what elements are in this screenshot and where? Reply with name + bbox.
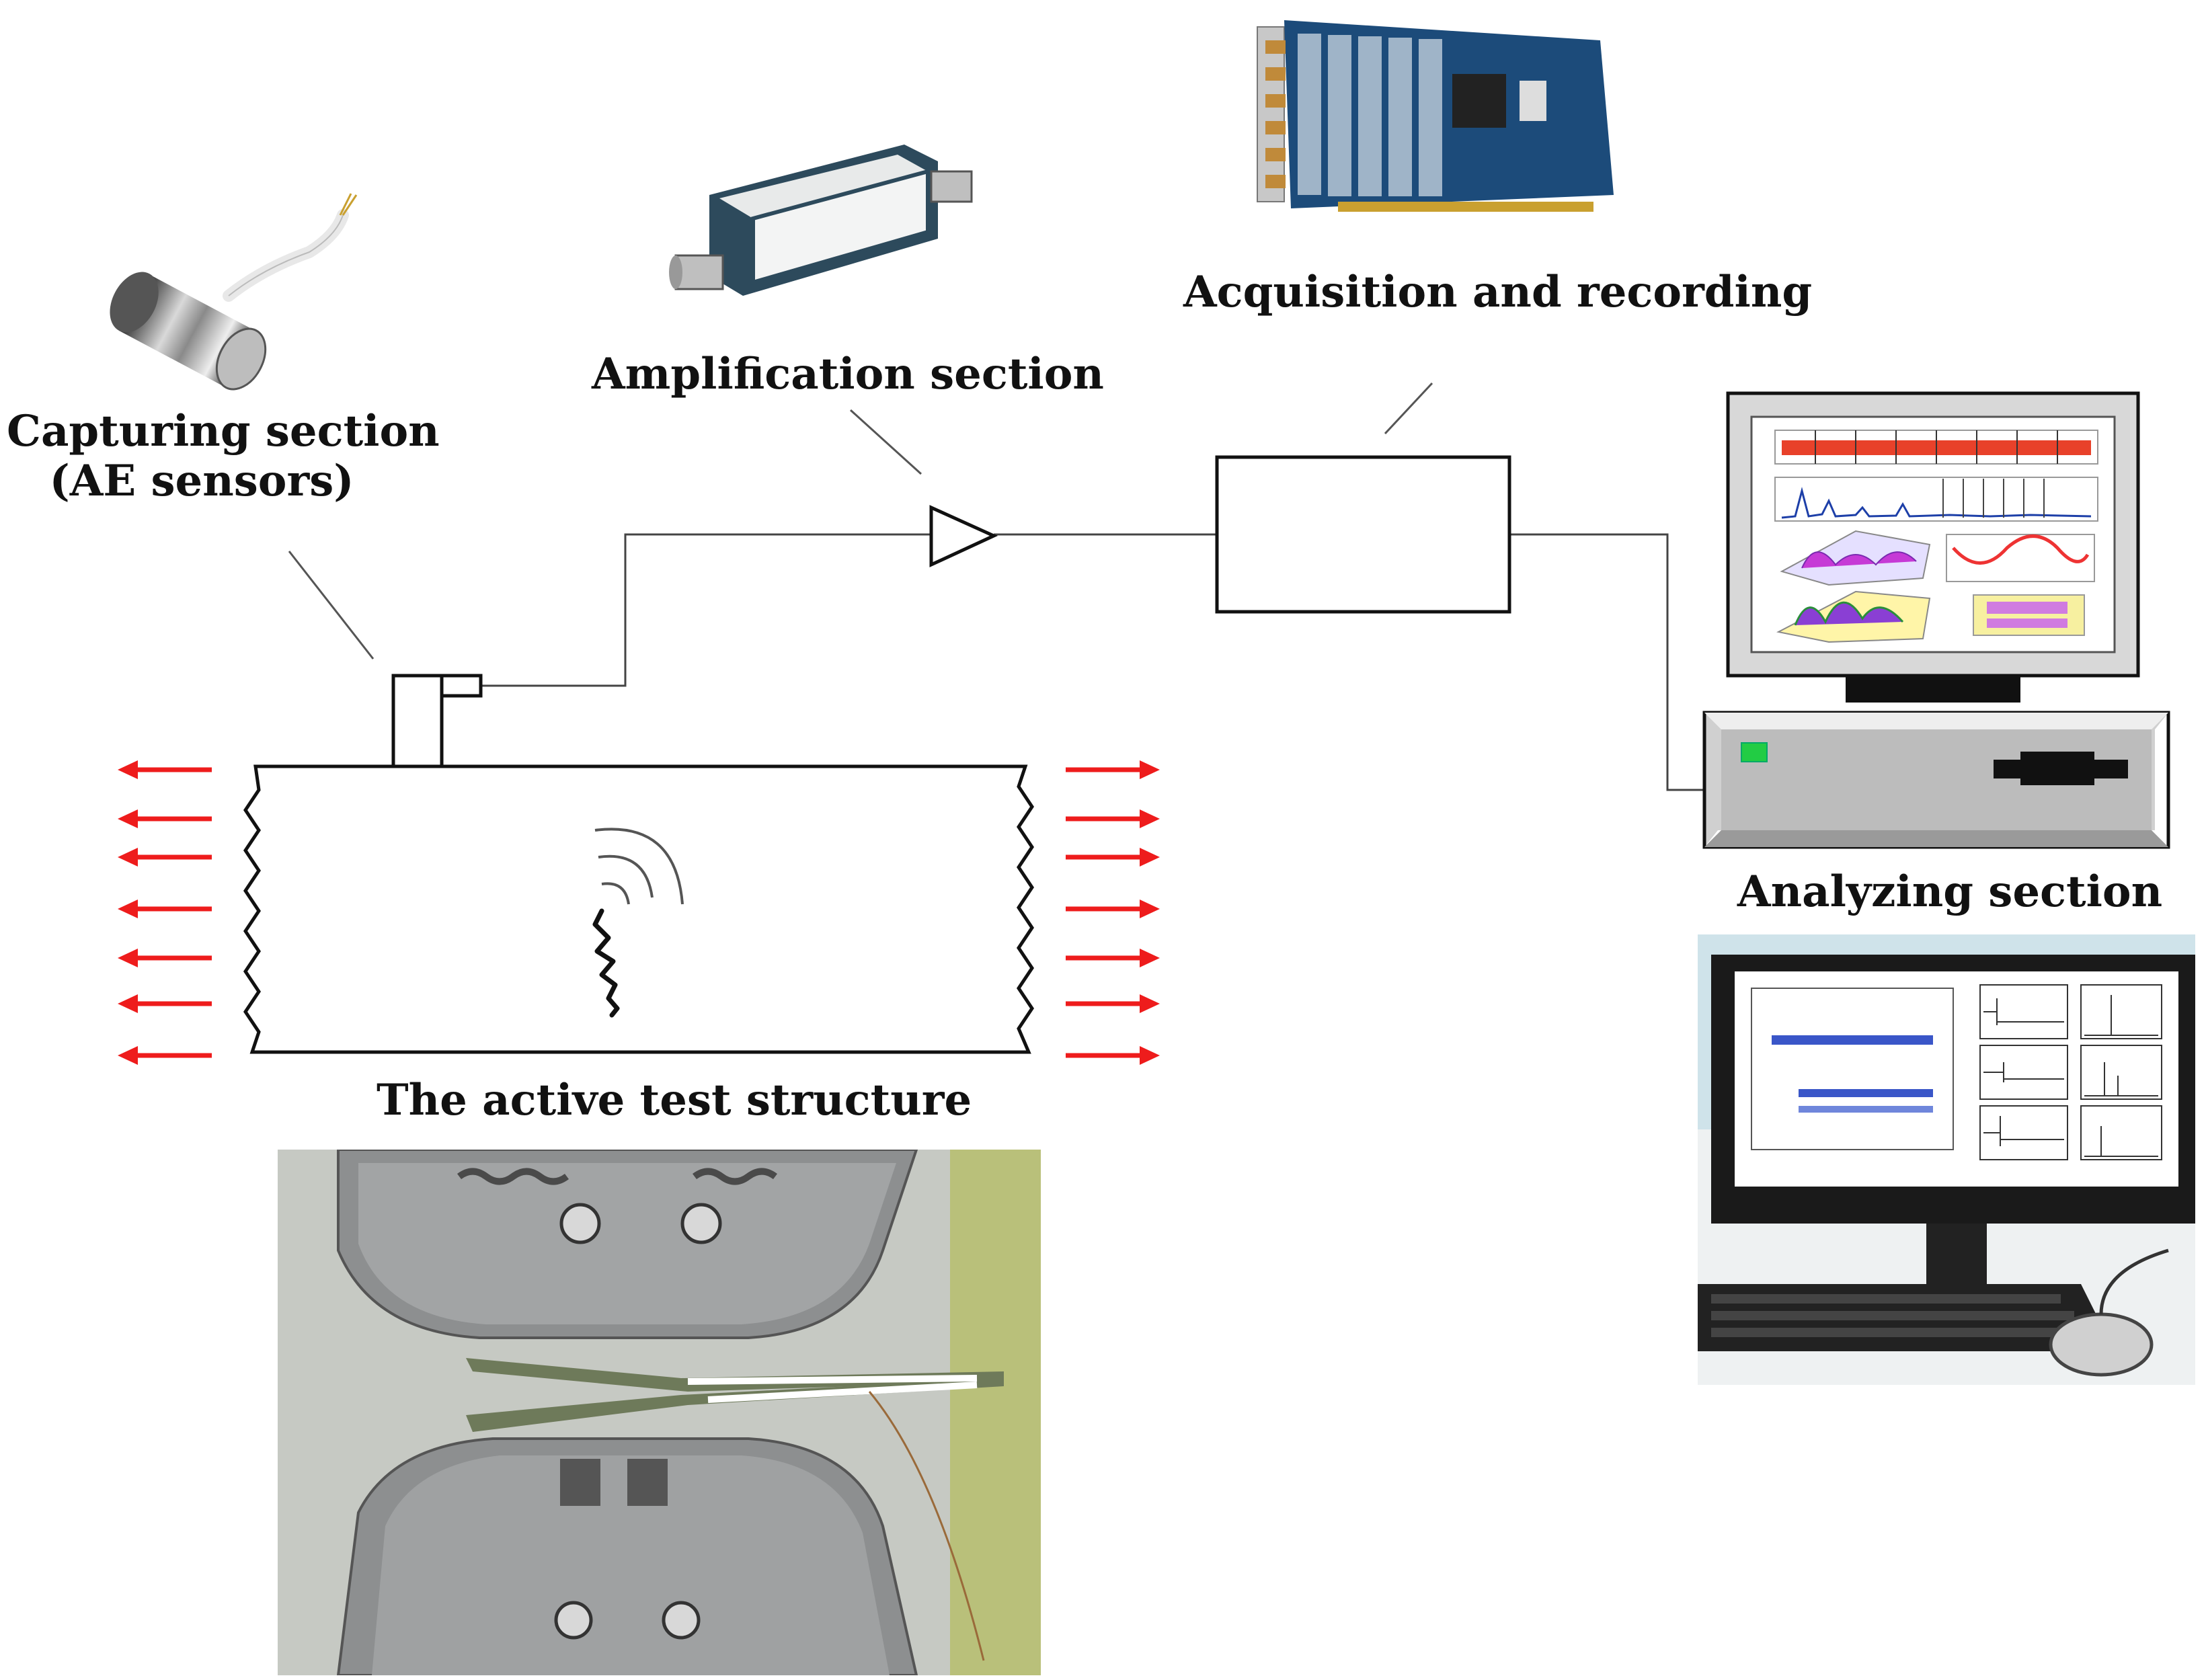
- daq-card-photo: [1251, 13, 1627, 215]
- daq-box-icon: [1215, 455, 1511, 614]
- capturing-label-line2: (AE sensors): [49, 455, 354, 506]
- analyzing-section-label: Analyzing section: [1737, 867, 2163, 917]
- load-arrow-right: [1066, 1046, 1160, 1065]
- load-arrow-left: [118, 809, 212, 828]
- wave-icon: [594, 828, 684, 905]
- amplification-section-label: Amplification section: [592, 349, 1104, 399]
- load-arrow-right: [1066, 760, 1160, 779]
- acquisition-leader-line: [1384, 382, 1433, 435]
- screen-plots: [1774, 430, 2098, 643]
- test-structure-beam: [243, 764, 1035, 1054]
- crack-icon: [592, 908, 620, 1018]
- amplifier-photo: [662, 131, 985, 333]
- capturing-section-label: Capturing section (AE sensors): [7, 406, 440, 506]
- capturing-label-line1: Capturing section: [7, 406, 440, 456]
- capturing-leader-line: [288, 551, 375, 659]
- load-arrow-left: [118, 899, 212, 918]
- load-arrow-left: [118, 1046, 212, 1065]
- acquisition-label: Acquisition and recording: [1183, 267, 1813, 317]
- led-icon: [1741, 742, 1768, 762]
- load-arrow-right: [1066, 949, 1160, 967]
- load-arrow-right: [1066, 994, 1160, 1013]
- load-arrow-left: [118, 994, 212, 1013]
- test-rig-photo: [278, 1150, 1041, 1675]
- test-structure-label: The active test structure: [377, 1075, 972, 1125]
- load-arrow-right: [1066, 848, 1160, 867]
- load-arrow-left: [118, 760, 212, 779]
- amplification-leader-line: [849, 409, 922, 475]
- daq-to-computer-wire: [1509, 533, 1708, 791]
- sensor-to-amp-wire: [481, 533, 931, 687]
- load-arrow-left: [118, 848, 212, 867]
- monitor-photo: [1698, 934, 2195, 1385]
- load-arrow-left: [118, 949, 212, 967]
- left-load-arrows: [118, 760, 212, 1065]
- amplifier-triangle-icon: [929, 505, 998, 567]
- computer-icon: [1702, 391, 2170, 849]
- load-arrow-right: [1066, 809, 1160, 828]
- monitor-stand: [1846, 676, 2020, 703]
- ae-sensor-symbol: [391, 674, 483, 768]
- ae-sensor-photo: [87, 188, 370, 410]
- right-load-arrows: [1066, 760, 1160, 1065]
- load-arrow-right: [1066, 899, 1160, 918]
